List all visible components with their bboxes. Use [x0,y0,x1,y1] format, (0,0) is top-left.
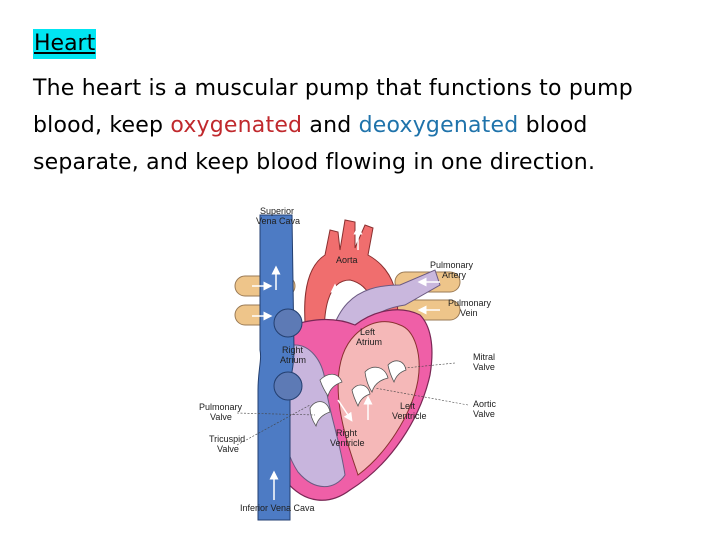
label-aortic-valve: Valve [473,409,495,419]
label-right-atrium: Right [282,345,304,355]
label-left-atrium: Atrium [356,337,382,347]
slide-paragraph: The heart is a muscular pump that functi… [33,70,673,181]
paragraph-line-1: The heart is a muscular pump that functi… [33,70,673,107]
label-pulmonary-artery: Artery [442,270,467,280]
vena-cava [258,215,294,520]
label-superior-vena-cava: Superior [260,206,294,216]
paragraph-text: blood [518,113,587,138]
label-pulmonary-vein: Vein [460,308,478,318]
label-tricuspid-valve: Valve [217,444,239,454]
label-right-ventricle: Right [336,428,358,438]
label-left-ventricle: Ventricle [392,411,427,421]
paragraph-line-3: separate, and keep blood flowing in one … [33,144,673,181]
label-aortic-valve: Aortic [473,399,497,409]
label-left-ventricle: Left [400,401,416,411]
label-pulmonary-artery: Pulmonary [430,260,474,270]
vena-cava-opening [274,309,302,337]
paragraph-line-2: blood, keep oxygenated and deoxygenated … [33,107,673,144]
label-inferior-vena-cava: Inferior Vena Cava [240,503,315,513]
label-aorta: Aorta [336,255,358,265]
slide-title: Heart [33,29,96,59]
paragraph-text: blood, keep [33,113,170,138]
label-pulmonary-vein: Pulmonary [448,298,492,308]
label-tricuspid-valve: Tricuspid [209,434,245,444]
label-mitral-valve: Valve [473,362,495,372]
label-superior-vena-cava: Vena Cava [256,216,300,226]
heart-diagram: Superior Vena Cava Aorta Pulmonary Arter… [190,200,510,525]
label-mitral-valve: Mitral [473,352,495,362]
label-right-ventricle: Ventricle [330,438,365,448]
label-right-atrium: Atrium [280,355,306,365]
label-left-atrium: Left [360,327,376,337]
vena-cava-opening [274,372,302,400]
label-pulmonary-valve: Valve [210,412,232,422]
oxygenated-term: oxygenated [170,113,302,138]
paragraph-text: and [302,113,358,138]
deoxygenated-term: deoxygenated [359,113,519,138]
label-pulmonary-valve: Pulmonary [199,402,243,412]
